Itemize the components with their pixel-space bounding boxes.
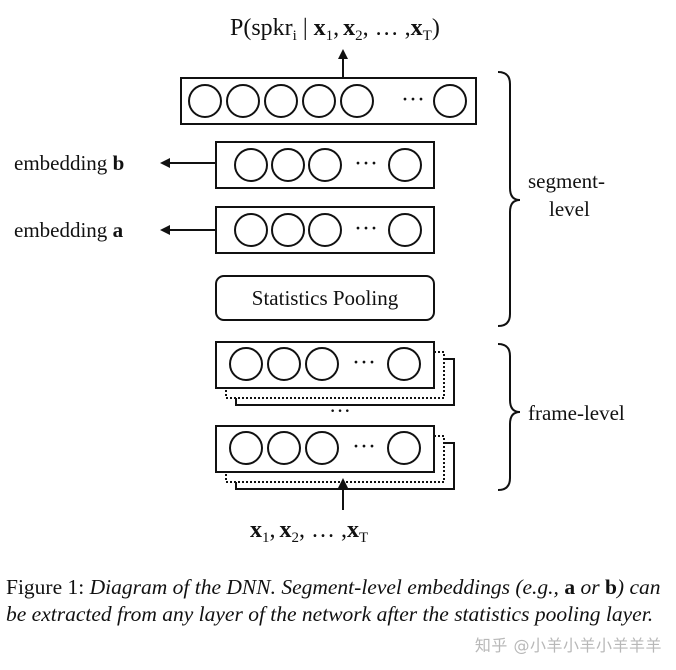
caption-var-a: a [564, 575, 576, 599]
neuron [271, 148, 305, 182]
neuron [340, 84, 374, 118]
neuron [305, 431, 339, 465]
segment-level-brace [497, 71, 521, 327]
segment-level-label-line1: segment- [528, 169, 605, 193]
neuron [188, 84, 222, 118]
neuron [388, 148, 422, 182]
frame-level-label: frame-level [528, 401, 625, 425]
neuron [226, 84, 260, 118]
embedding-b-layer: ··· [215, 141, 435, 189]
watermark-text: 知乎 @小羊小羊小羊羊羊 [474, 636, 662, 655]
neuron [387, 347, 421, 381]
figure-caption: Figure 1: Diagram of the DNN. Segment-le… [6, 574, 670, 628]
neuron [308, 213, 342, 247]
neuron [234, 213, 268, 247]
frame-layers-ellipsis: ··· [329, 398, 351, 423]
caption-text-part1: Diagram of the DNN. Segment-level embedd… [89, 575, 559, 599]
output-probability-label: P(spkri | x1,x2,…,xT) [230, 15, 440, 44]
statistics-pooling-label: Statistics Pooling [252, 286, 399, 310]
neuron [267, 347, 301, 381]
neuron [308, 148, 342, 182]
caption-prefix: Figure 1: [6, 575, 90, 599]
neuron [234, 148, 268, 182]
neuron-ellipsis: ··· [354, 216, 378, 242]
dnn-diagram: P(spkri | x1,x2,…,xT) ··· ··· embedding … [14, 15, 625, 546]
neuron-ellipsis: ··· [352, 434, 376, 460]
neuron [229, 431, 263, 465]
neuron-ellipsis: ··· [401, 87, 425, 113]
caption-text-part2: ) can be extracted from any layer of the… [6, 575, 661, 626]
caption-var-b: b [604, 575, 617, 599]
caption-or: or [575, 575, 605, 599]
embedding-b-label: embedding b [14, 151, 124, 175]
neuron-ellipsis: ··· [354, 151, 378, 177]
output-layer: ··· [180, 77, 477, 125]
neuron [229, 347, 263, 381]
neuron [267, 431, 301, 465]
frame-layer-stack-lower: ··· [215, 425, 455, 490]
embedding-a-label: embedding a [14, 218, 124, 242]
neuron [433, 84, 467, 118]
segment-level-label-line2: level [549, 197, 590, 221]
neuron [305, 347, 339, 381]
embedding-a-layer: ··· [215, 206, 435, 254]
frame-layer-stack-upper: ··· [215, 341, 455, 406]
neuron [388, 213, 422, 247]
frame-level-brace [497, 343, 521, 491]
neuron [387, 431, 421, 465]
neuron-ellipsis: ··· [352, 350, 376, 376]
neuron [302, 84, 336, 118]
neuron [264, 84, 298, 118]
input-sequence-label: x1,x2,…,xT [250, 517, 368, 546]
neuron [271, 213, 305, 247]
statistics-pooling-layer: Statistics Pooling [215, 275, 435, 321]
